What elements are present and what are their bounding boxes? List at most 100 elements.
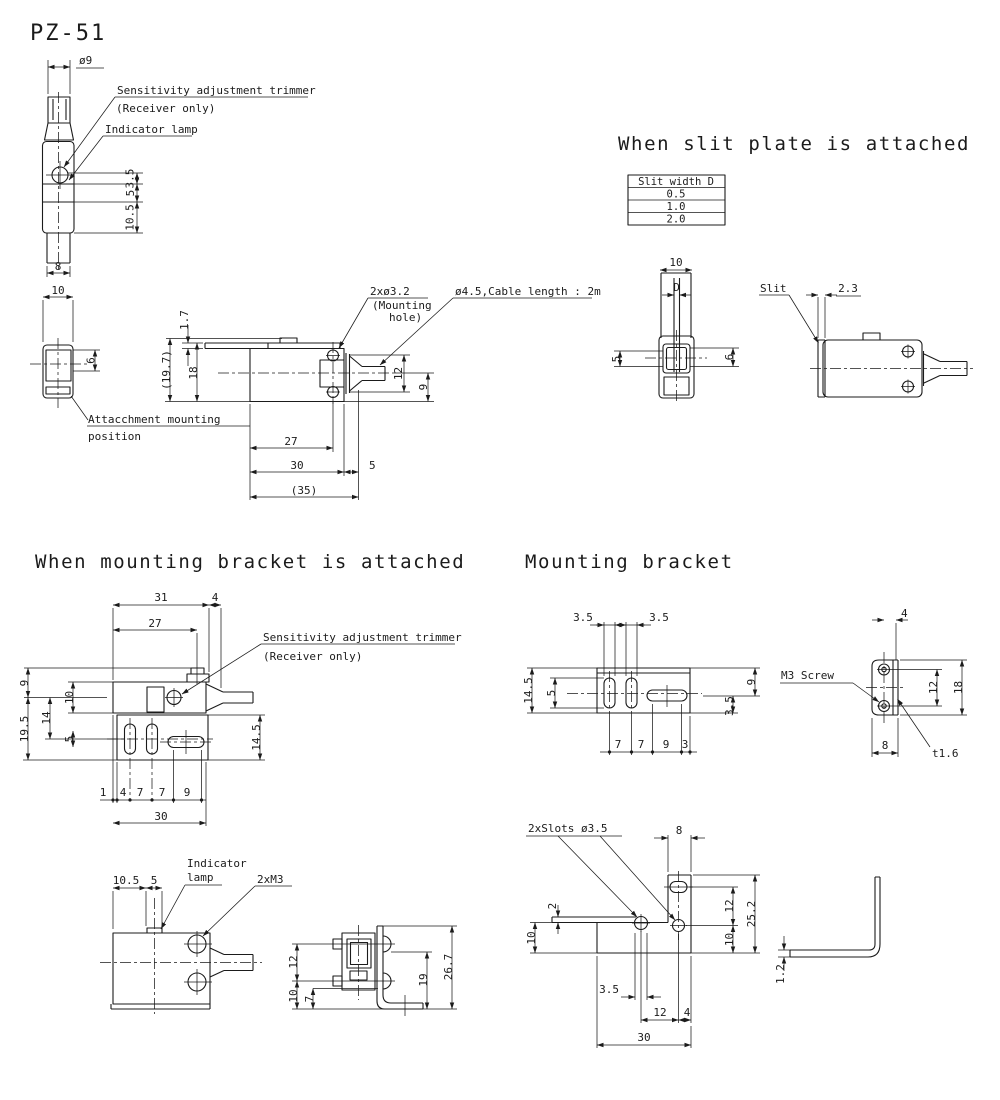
dim-12-right: 12 — [723, 899, 736, 912]
dim-4: 4 — [212, 591, 219, 604]
dim-b1: 1 — [100, 786, 107, 799]
dim-5: 5 — [124, 190, 137, 197]
dim-35: (35) — [291, 484, 318, 497]
label-mounting-hole-1: 2xø3.2 — [370, 285, 410, 298]
dim-30: 30 — [154, 810, 167, 823]
dim-1-2: 1.2 — [774, 964, 787, 984]
section-bracket-attached: When mounting bracket is attached 31 4 2… — [18, 551, 465, 826]
dim-12: 12 — [392, 367, 405, 380]
view-mbracket-plan: 8 2 10 12 10 25.2 3.5 12 4 — [525, 822, 760, 1048]
callout-cable: ø4.5,Cable length : 2m — [379, 285, 601, 366]
label-2xslots: 2xSlots ø3.5 — [528, 822, 607, 835]
dim-3-5: 3.5 — [599, 983, 619, 996]
dim-10: 10 — [669, 256, 682, 269]
view-mbracket-side: 4 M3 Screw 12 18 8 t1.6 — [780, 607, 967, 760]
dim-5: 5 — [63, 736, 76, 743]
view-bracket-side-dims: 12 10 7 19 26.7 — [287, 925, 457, 1010]
dim-4-bottom: 4 — [684, 1006, 691, 1019]
dim-9: 9 — [18, 680, 31, 687]
dim-10-5: 10.5 — [124, 204, 137, 231]
dim-10: 10 — [287, 989, 300, 1002]
view-bracket-attached-dims: 9 10 14 19.5 5 14.5 1 4 7 7 9 — [18, 667, 265, 826]
label-thickness: t1.6 — [932, 747, 959, 760]
dim-27: 27 — [148, 617, 161, 630]
dim-5: 5 — [610, 356, 623, 363]
label-indicator-1: Indicator — [187, 857, 247, 870]
label-2xm3: 2xM3 — [257, 873, 284, 886]
view-sensor-side-main-linework — [204, 337, 395, 404]
label-attachment-2: position — [88, 430, 141, 443]
table-row-1: 1.0 — [667, 201, 686, 213]
view-attachment-front-linework: 10 6 — [30, 284, 100, 408]
dim-b9: 9 — [184, 786, 191, 799]
view-bracket-front-linework: 10.5 5 — [100, 874, 262, 1014]
dim-12: 12 — [927, 681, 940, 694]
dim-30: 30 — [637, 1031, 650, 1044]
callout-mounting-hole: 2xø3.2 (Mounting hole) — [338, 285, 432, 349]
dim-b7b: 7 — [159, 786, 166, 799]
table-header: Slit width D — [638, 176, 714, 188]
view-sensor-side-main: 1.7 18 (19.7) 12 9 27 30 5 (35) 2xø3.2 — [160, 285, 601, 500]
heading-mounting-bracket: Mounting bracket — [525, 551, 734, 573]
table-row-2: 2.0 — [667, 214, 686, 226]
view-bracket-side-linework — [292, 925, 457, 1016]
view-sensor-side-main-dims: 1.7 18 (19.7) 12 9 27 30 5 (35) — [160, 310, 434, 500]
dim-8: 8 — [882, 739, 889, 752]
dim-b7b: 7 — [638, 738, 645, 751]
page-title: PZ-51 — [30, 21, 106, 46]
section-slit-plate: When slit plate is attached Slit width D… — [610, 133, 973, 402]
label-mounting-hole-3: hole) — [389, 311, 422, 324]
dim-14-5: 14.5 — [522, 677, 535, 704]
view-bracket-side: 12 10 7 19 26.7 — [287, 925, 457, 1016]
label-indicator-lamp: Indicator lamp — [105, 123, 198, 136]
slit-width-table: Slit width D 0.5 1.0 2.0 — [627, 174, 726, 226]
dim-6: 6 — [85, 357, 98, 364]
heading-bracket-attached: When mounting bracket is attached — [35, 551, 465, 573]
dim-10: 10 — [63, 691, 76, 704]
dim-18: 18 — [187, 366, 200, 379]
label-m3-screw: M3 Screw — [781, 669, 834, 682]
dim-26-7: 26.7 — [442, 954, 455, 981]
dim-dia9: ø9 — [79, 54, 92, 67]
view-sensor-vertical-dims: ø9 3.5 5 10.5 8 — [46, 54, 143, 277]
view-l-profile: 1.2 — [774, 876, 881, 984]
callout-trimmer-2: Sensitivity adjustment trimmer (Receiver… — [181, 631, 462, 695]
dim-3-5-right: 3.5 — [649, 611, 669, 624]
dim-12: 12 — [287, 955, 300, 968]
dim-b9: 9 — [663, 738, 670, 751]
label-attachment-1: Attacchment mounting — [88, 413, 220, 426]
heading-slit: When slit plate is attached — [618, 133, 970, 155]
dim-5: 5 — [369, 459, 376, 472]
dim-3-5-side: 3.5 — [723, 696, 736, 716]
table-row-0: 0.5 — [667, 189, 686, 201]
dim-30: 30 — [290, 459, 303, 472]
dim-25-2: 25.2 — [745, 901, 758, 928]
dim-5: 5 — [151, 874, 158, 887]
dim-6: 6 — [723, 354, 736, 361]
dim-9: 9 — [745, 679, 758, 686]
dim-14: 14 — [40, 711, 53, 725]
label-mounting-hole-2: (Mounting — [372, 299, 432, 312]
label-slit: Slit — [760, 282, 787, 295]
callout-indicator-lamp: Indicator lamp — [68, 123, 198, 181]
dim-8: 8 — [55, 260, 62, 273]
dim-1-7: 1.7 — [178, 310, 191, 330]
view-slit-side: Slit 2.3 — [759, 282, 973, 398]
dim-14-5: 14.5 — [250, 724, 263, 751]
label-cable: ø4.5,Cable length : 2m — [455, 285, 601, 298]
view-mbracket-top: 3.5 3.5 14.5 5 9 3.5 7 7 9 3 — [522, 611, 760, 755]
dim-31: 31 — [154, 591, 167, 604]
dim-D: D — [673, 281, 680, 294]
view-bracket-attached-top: 31 4 27 — [107, 591, 254, 800]
dim-12-bottom: 12 — [653, 1006, 666, 1019]
callout-trimmer: Sensitivity adjustment trimmer (Receiver… — [63, 84, 316, 168]
dim-2: 2 — [546, 903, 559, 910]
dim-10: 10 — [51, 284, 64, 297]
dim-b7a: 7 — [615, 738, 622, 751]
view-sensor-vertical: ø9 3.5 5 10.5 8 Sensitivity adjustment t… — [41, 54, 316, 277]
dim-2-3: 2.3 — [838, 282, 858, 295]
dim-10-left: 10 — [525, 931, 538, 944]
dim-b3: 3 — [682, 738, 689, 751]
callout-2xm3: 2xM3 — [202, 873, 292, 937]
